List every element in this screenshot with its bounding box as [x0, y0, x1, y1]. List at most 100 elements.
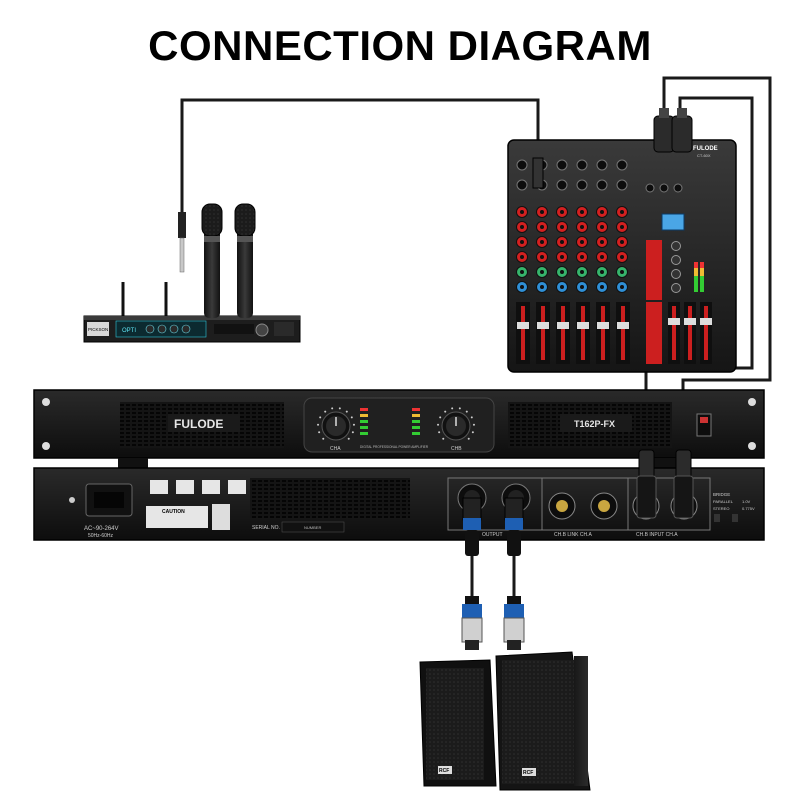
diagram-title: CONNECTION DIAGRAM	[148, 22, 652, 69]
mixer-knob-cap	[520, 285, 524, 289]
mixer-fader-cap	[684, 318, 696, 325]
mixer-fader-track	[541, 306, 545, 360]
amp-knob-tick	[467, 437, 470, 440]
amp-knob-tick	[352, 423, 355, 426]
amp-output-label: OUTPUT	[482, 532, 503, 538]
mixer-jack	[596, 159, 608, 171]
microphone-right	[234, 203, 256, 318]
amp-ac-label: AC~90-264V	[84, 526, 119, 532]
amp-label-chb: CHB	[451, 446, 462, 452]
mixer-knob-cap	[620, 240, 624, 244]
mixer-model: CT-60X	[697, 153, 711, 158]
mixer-jack	[659, 183, 669, 193]
microphone-left	[201, 203, 223, 318]
amp-led	[360, 414, 368, 417]
mixer-jack	[516, 159, 528, 171]
amp-knob-tick	[472, 423, 475, 426]
mixer-fader-cap	[597, 322, 609, 329]
amp-bridge-label: BRIDGE	[713, 492, 730, 497]
jack-plug-receiver	[178, 212, 186, 273]
amp-knob-chb	[441, 411, 471, 441]
amp-led	[412, 420, 420, 423]
mixer-knob-cap	[560, 285, 564, 289]
amplifier-rear: AC~90-264V 50Hz-60Hz CAUTION SERIAL NO. …	[33, 467, 765, 541]
mixer-jack	[616, 179, 628, 191]
speakon-plug-bottom-a	[503, 596, 525, 650]
mixer-display	[661, 213, 685, 231]
mixer-knob-cap	[560, 255, 564, 259]
speakers: RCF RCF	[419, 651, 591, 791]
amp-knob-tick	[324, 410, 327, 413]
mixer-output-xlr	[653, 108, 693, 153]
amp-model-plate	[560, 414, 632, 432]
amp-brand: FULODE	[174, 417, 223, 431]
mixer-jack	[576, 179, 588, 191]
mixer-knob-cap	[620, 225, 624, 229]
microphones	[201, 203, 256, 318]
amp-knob-tick	[331, 407, 334, 410]
receiver-brand: PICKSON	[88, 327, 108, 332]
jack-plug-mixer	[532, 157, 544, 189]
mixer-jack	[596, 179, 608, 191]
mixer-fader-track	[521, 306, 525, 360]
amp-sens-1v: 1.0V	[742, 499, 751, 504]
mixer-jack	[616, 159, 628, 171]
amp-link-label: CH.B LINK CH.A	[554, 532, 592, 538]
amp-knob-tick	[442, 437, 445, 440]
mixer-knob-cap	[620, 255, 624, 259]
mixer-jack	[673, 183, 683, 193]
mixer: FULODE CT-60X	[507, 108, 737, 373]
speaker-left-badge: RCF	[439, 768, 449, 774]
mixer-fader-cap	[517, 322, 529, 329]
amp-knob-tick	[439, 416, 442, 419]
xlr-link-ports	[548, 492, 618, 520]
mixer-fader-track	[688, 306, 692, 360]
amp-knob-tick	[458, 407, 461, 410]
mixer-knob-cap	[560, 225, 564, 229]
mixer-jack	[576, 159, 588, 171]
mixer-knob-cap	[520, 210, 524, 214]
amp-knob-tick	[471, 431, 474, 434]
amp-input-label: CH.B INPUT CH.A	[636, 532, 678, 538]
mixer-knob-cap	[620, 270, 624, 274]
mixer-knob-cap	[540, 285, 544, 289]
mixer-knob-grid	[516, 206, 681, 300]
xlr-plug-input-b	[636, 449, 657, 519]
amp-caution-sticker	[146, 506, 208, 528]
mixer-knob-cap	[600, 270, 604, 274]
amp-knob-tick	[351, 431, 354, 434]
amp-knob-tick	[347, 437, 350, 440]
mixer-jack	[645, 183, 655, 193]
amp-knob-tick	[338, 407, 341, 410]
amp-led	[360, 408, 368, 411]
mixer-knob-cap	[560, 270, 564, 274]
mixer-fader-cap	[537, 322, 549, 329]
amp-led	[360, 432, 368, 435]
mixer-fader-track	[672, 306, 676, 360]
amp-subtitle: DIGITAL PROFESSIONAL POWER AMPLIFIER	[360, 445, 429, 449]
amp-knob-tick	[465, 410, 468, 413]
mixer-knob-cap	[580, 285, 584, 289]
amp-led	[360, 426, 368, 429]
mixer-fader-track	[704, 306, 708, 360]
mixer-knob-cap	[580, 240, 584, 244]
mixer-fader-cap	[700, 318, 712, 325]
mixer-knob-cap	[520, 240, 524, 244]
amp-led	[412, 408, 420, 411]
amp-knob-tick	[322, 437, 325, 440]
mixer-red-strip	[646, 240, 662, 300]
receiver-display-text: OPTI	[122, 328, 136, 334]
mixer-knob-cap	[580, 210, 584, 214]
mixer-knob-cap	[520, 225, 524, 229]
mixer-knob-cap	[580, 270, 584, 274]
mixer-knob-cap	[580, 225, 584, 229]
amp-warning-icons	[150, 480, 246, 494]
speaker-left: RCF	[419, 659, 497, 787]
receiver-buttons	[145, 324, 191, 334]
mixer-fader-cap	[577, 322, 589, 329]
amp-caution-label: CAUTION	[162, 509, 185, 515]
mixer-knob-cap	[540, 225, 544, 229]
amp-label-cha: CHA	[330, 446, 341, 452]
mixer-knob-cap	[560, 210, 564, 214]
